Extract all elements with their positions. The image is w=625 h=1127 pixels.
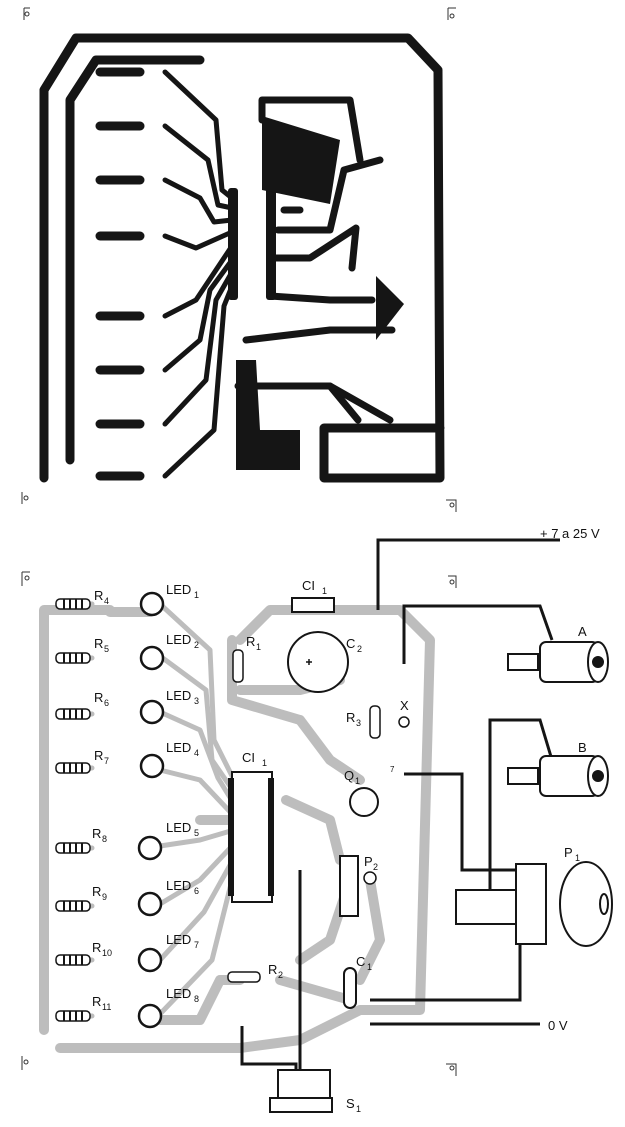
- label-led5: LED: [166, 820, 191, 835]
- label-led7: LED: [166, 932, 191, 947]
- label-ci-mid: CI: [242, 750, 255, 765]
- capacitor-c2: [287, 631, 349, 693]
- label-r5-sub: 5: [104, 644, 109, 654]
- potentiometer-p1: [455, 861, 613, 947]
- label-r2: R: [268, 962, 277, 977]
- registration-marks-top: [21, 7, 457, 512]
- label-r4-sub: 4: [104, 596, 109, 606]
- transistor-q1: [349, 787, 379, 817]
- resistor-r3: [369, 705, 381, 739]
- registration-marks-bottom: [21, 571, 457, 1076]
- label-p1: P: [564, 845, 573, 860]
- copper-layout: [21, 7, 457, 512]
- c2-plus-mark: [306, 659, 312, 665]
- trimmer-p2: [339, 855, 359, 917]
- label-jack-a: A: [578, 624, 587, 639]
- copper-outer-trace: [39, 33, 445, 483]
- label-led3-sub: 3: [194, 696, 199, 706]
- label-r6: R: [94, 690, 103, 705]
- pad-x: [398, 716, 410, 728]
- label-dot7: 7: [390, 765, 395, 774]
- label-r5: R: [94, 636, 103, 651]
- label-r7-sub: 7: [104, 756, 109, 766]
- label-r11-sub: 11: [102, 1002, 111, 1012]
- label-r1-sub: 1: [256, 642, 261, 652]
- jack-b: [507, 755, 609, 797]
- label-r10-sub: 10: [102, 948, 112, 958]
- ic-ci1-body: [231, 771, 273, 903]
- label-p1-sub: 1: [575, 853, 580, 863]
- external-wiring: [240, 538, 560, 1090]
- copper-fanout: [162, 69, 235, 479]
- label-r11: R: [92, 994, 101, 1009]
- labels: + 7 a 25 V 0 V A B P 1 S 1 CI 1 CI 1 C 2…: [92, 526, 600, 1114]
- label-led2: LED: [166, 632, 191, 647]
- label-ci-top: CI: [302, 578, 315, 593]
- label-c2: C: [346, 636, 355, 651]
- label-r8: R: [92, 826, 101, 841]
- jack-a: [507, 641, 609, 683]
- label-r8-sub: 8: [102, 834, 107, 844]
- label-led5-sub: 5: [194, 828, 199, 838]
- label-jack-b: B: [578, 740, 587, 755]
- label-led2-sub: 2: [194, 640, 199, 650]
- label-r2-sub: 2: [278, 970, 283, 980]
- label-c1-sub: 1: [367, 962, 372, 972]
- label-r9-sub: 9: [102, 892, 107, 902]
- label-r9: R: [92, 884, 101, 899]
- label-p2: P: [364, 854, 373, 869]
- label-r10: R: [92, 940, 101, 955]
- label-led1: LED: [166, 582, 191, 597]
- switch-s1: [269, 1069, 333, 1113]
- copper-left-rail: [65, 55, 205, 465]
- label-led3: LED: [166, 688, 191, 703]
- label-x: X: [400, 698, 409, 713]
- label-r4: R: [94, 588, 103, 603]
- label-r3-sub: 3: [356, 718, 361, 728]
- label-ci-top-sub: 1: [322, 586, 327, 596]
- label-zero-v: 0 V: [548, 1018, 568, 1033]
- led-outlines: [137, 591, 165, 1029]
- resistor-bands: [63, 599, 83, 1021]
- ic-ci1-pins: [228, 778, 274, 896]
- label-led4: LED: [166, 740, 191, 755]
- label-q1: Q: [344, 768, 354, 783]
- copper-right-block: [234, 96, 396, 424]
- label-q1-sub: 1: [355, 776, 360, 786]
- label-r7: R: [94, 748, 103, 763]
- label-led6-sub: 6: [194, 886, 199, 896]
- copper-top-plane: [262, 116, 340, 204]
- regulator-ci1: [291, 597, 335, 613]
- capacitor-c1: [343, 967, 357, 1009]
- label-r3: R: [346, 710, 355, 725]
- led-pads: [95, 67, 145, 481]
- led-resistors: [55, 598, 91, 1022]
- p2-pad: [363, 871, 377, 885]
- label-led4-sub: 4: [194, 748, 199, 758]
- resistor-r1: [232, 649, 244, 683]
- label-led8: LED: [166, 986, 191, 1001]
- label-c2-sub: 2: [357, 644, 362, 654]
- label-r6-sub: 6: [104, 698, 109, 708]
- ic-pads: [228, 188, 276, 300]
- label-ci-mid-sub: 1: [262, 758, 267, 768]
- label-led6: LED: [166, 878, 191, 893]
- copper-ground-plane: [236, 360, 300, 470]
- label-power-in: + 7 a 25 V: [540, 526, 600, 541]
- resistor-r2: [227, 971, 261, 983]
- copper-triangle-pad: [376, 276, 404, 340]
- label-s1: S: [346, 1096, 355, 1111]
- label-led1-sub: 1: [194, 590, 199, 600]
- label-p2-sub: 2: [373, 862, 378, 872]
- label-r1: R: [246, 634, 255, 649]
- label-s1-sub: 1: [356, 1104, 361, 1114]
- component-layout: [21, 538, 613, 1113]
- label-c1: C: [356, 954, 365, 969]
- label-led8-sub: 8: [194, 994, 199, 1004]
- label-led7-sub: 7: [194, 940, 199, 950]
